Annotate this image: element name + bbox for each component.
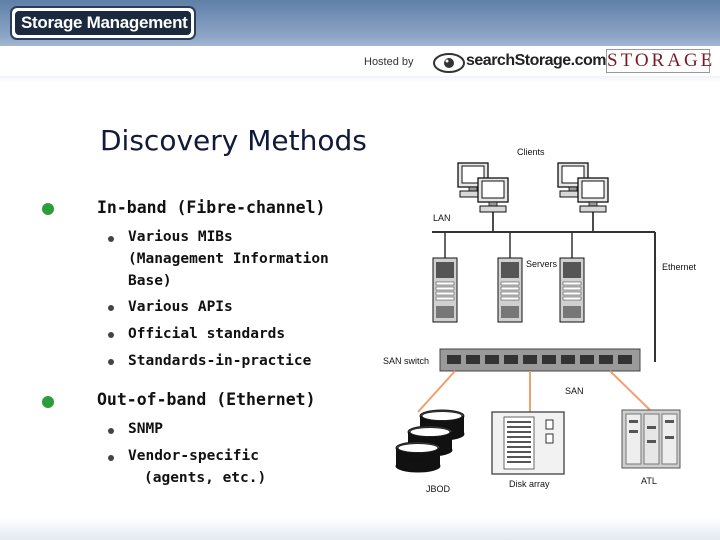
atl-library <box>621 409 681 469</box>
client-pc <box>577 177 609 213</box>
sub-bullet-dot <box>108 428 114 434</box>
sub-bullet-snmp: SNMP <box>128 421 163 437</box>
sub-bullet-agents: (agents, etc.) <box>144 470 267 486</box>
bullet-out-of-band: Out-of-band (Ethernet) <box>97 390 316 409</box>
label-san-switch: SAN switch <box>383 356 430 366</box>
server <box>432 257 458 323</box>
server <box>497 257 523 323</box>
label-atl: ATL <box>641 476 657 486</box>
sub-bullet-dot <box>108 236 114 242</box>
sub-bullet-dot <box>108 359 114 365</box>
sub-bullet-mibs-line3: Base) <box>128 273 172 289</box>
storage-magazine-logo: STORAGE <box>606 49 716 73</box>
label-jbod: JBOD <box>426 484 451 494</box>
logo-text: Storage Management <box>15 11 191 35</box>
disk-array <box>491 411 565 475</box>
bullet-in-band: In-band (Fibre-channel) <box>97 198 326 217</box>
sub-bullet-dot <box>108 305 114 311</box>
sub-bullet-apis: Various APIs <box>128 299 233 315</box>
bullet-dot-2 <box>42 396 54 408</box>
sub-bullet-dot <box>108 332 114 338</box>
hosted-by-label: Hosted by <box>364 56 414 68</box>
bullet-dot-1 <box>42 203 54 215</box>
searchstorage-logo: searchStorage.com <box>466 52 607 69</box>
label-san: SAN <box>565 386 584 396</box>
label-ethernet: Ethernet <box>662 262 697 272</box>
host-bar <box>0 46 720 76</box>
storage-management-logo: Storage Management <box>10 6 196 40</box>
sub-bullet-standards-in-practice: Standards-in-practice <box>128 353 312 369</box>
footer-band <box>0 518 720 540</box>
server <box>559 257 585 323</box>
network-diagram <box>395 162 681 475</box>
sub-bullet-official-standards: Official standards <box>128 326 286 342</box>
eye-icon <box>433 53 465 73</box>
client-pc <box>477 177 509 213</box>
san-switch <box>439 348 641 372</box>
label-clients: Clients <box>517 147 545 157</box>
jbod-disk <box>395 441 441 473</box>
label-lan: LAN <box>433 213 451 223</box>
sub-bullet-dot <box>108 455 114 461</box>
label-servers: Servers <box>526 259 558 269</box>
label-disk-array: Disk array <box>509 479 550 489</box>
san-links <box>417 370 651 413</box>
sub-bullet-vendor-specific: Vendor-specific <box>128 448 259 464</box>
sub-bullet-mibs-line1: Various MIBs <box>128 229 233 245</box>
slide-title: Discovery Methods <box>100 124 367 157</box>
switch-ports <box>447 355 632 364</box>
sub-bullet-mibs-line2: (Management Information <box>128 251 329 267</box>
